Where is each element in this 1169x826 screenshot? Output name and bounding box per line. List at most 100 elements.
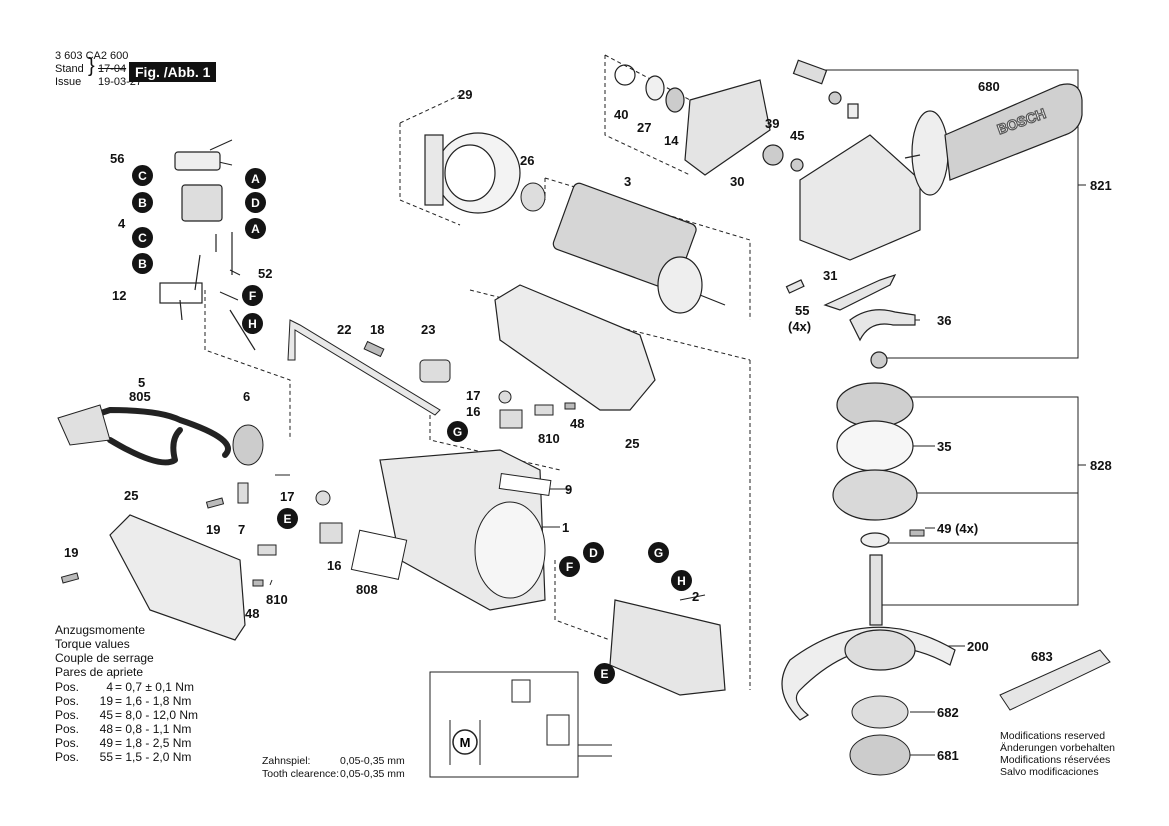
part-16b-brush xyxy=(319,522,343,544)
part-40-ring xyxy=(614,64,636,86)
label-part-12: 12 xyxy=(112,288,127,303)
part-25-housing-top xyxy=(494,284,656,411)
figure-label: Fig. /Abb. 1 xyxy=(129,62,217,82)
part-19a-screw xyxy=(205,497,225,509)
part-36-lever xyxy=(849,309,916,342)
label-part-805: 805 xyxy=(129,389,151,404)
label-part-22: 22 xyxy=(337,322,352,337)
part-4-switch xyxy=(181,184,223,222)
part-45-nut xyxy=(790,158,804,172)
badge-b-top: B xyxy=(132,192,153,213)
bracket-821-line xyxy=(820,69,1079,359)
torque-row: Pos.19= 1,6 - 1,8 Nm xyxy=(55,694,192,708)
clearance-de-value: 0,05-0,35 mm xyxy=(340,755,405,767)
label-part-40: 40 xyxy=(614,107,629,122)
part-14-bearing xyxy=(665,87,685,113)
label-part-14: 14 xyxy=(664,133,679,148)
part-7-clamp xyxy=(237,482,249,504)
part-683-wrench xyxy=(999,649,1111,711)
torque-row: Pos.4= 0,7 ± 0,1 Nm xyxy=(55,680,194,694)
badge-c-mid: C xyxy=(132,227,153,248)
modifications-de: Änderungen vorbehalten xyxy=(1000,742,1116,754)
part-35-plate xyxy=(836,420,914,472)
part-680-guard xyxy=(911,110,949,196)
part-spindle xyxy=(869,554,883,626)
badge-a-mid: A xyxy=(245,218,266,239)
label-part-828: 828 xyxy=(1090,458,1112,473)
motor-symbol-label: M xyxy=(460,735,471,750)
part-22-rod xyxy=(287,319,441,416)
badge-a-top: A xyxy=(245,168,266,189)
part-810a-holder xyxy=(534,404,554,416)
part-17b-clip xyxy=(315,490,331,506)
badge-e-right: E xyxy=(594,663,615,684)
document-number: 3 603 CA2 600 xyxy=(55,50,129,62)
part-810b-holder xyxy=(257,544,277,556)
label-part-48a: 48 xyxy=(570,416,585,431)
issue-label: Issue xyxy=(55,76,82,88)
part-5-plug xyxy=(57,404,111,446)
part-26-bearing xyxy=(520,182,546,212)
part-6-sleeve xyxy=(232,424,264,466)
label-part-45: 45 xyxy=(790,128,805,143)
label-part-29: 29 xyxy=(458,87,473,102)
part-18-spring xyxy=(363,340,385,358)
part-12-capacitor xyxy=(159,282,203,304)
modifications-fr: Modifications réservées xyxy=(1000,754,1111,766)
torque-row: Pos.49= 1,8 - 2,5 Nm xyxy=(55,736,192,750)
label-part-4: 4 xyxy=(118,216,126,231)
part-680-handle xyxy=(944,83,1083,181)
part-39-pinion xyxy=(762,144,784,166)
part-16a-brush xyxy=(499,409,523,429)
stand-value: 17-04 xyxy=(98,63,127,75)
part-31-clip xyxy=(823,273,897,311)
label-part-19b: 19 xyxy=(64,545,79,560)
part-19b-screw xyxy=(60,572,80,584)
label-part-5: 5 xyxy=(138,375,146,390)
badge-b-mid: B xyxy=(132,253,153,274)
badge-g-left: G xyxy=(447,421,468,442)
badge-e-left: E xyxy=(277,508,298,529)
part-682-flange xyxy=(851,695,909,729)
label-part-6: 6 xyxy=(243,389,251,404)
label-part-26: 26 xyxy=(520,153,535,168)
part-200-guard xyxy=(781,626,956,721)
label-part-682: 682 xyxy=(937,705,959,720)
label-part-19a: 19 xyxy=(206,522,221,537)
modifications-en: Modifications reserved xyxy=(1000,730,1106,742)
torque-title-en: Torque values xyxy=(55,637,130,651)
label-part-683: 683 xyxy=(1031,649,1053,664)
label-part-55-qty: (4x) xyxy=(788,319,812,334)
badge-g-right: G xyxy=(648,542,669,563)
label-part-27: 27 xyxy=(637,120,652,135)
label-part-31: 31 xyxy=(823,268,838,283)
modifications-es: Salvo modificaciones xyxy=(1000,766,1099,778)
label-part-16b: 16 xyxy=(327,558,342,573)
label-part-680: 680 xyxy=(978,79,1000,94)
label-part-55: 55 xyxy=(795,303,810,318)
part-9-label xyxy=(498,473,552,496)
part-30-flange xyxy=(684,79,771,176)
label-part-2: 2 xyxy=(692,589,700,604)
part-681-nut xyxy=(849,734,911,776)
label-part-821: 821 xyxy=(1090,178,1112,193)
label-part-17b: 17 xyxy=(280,489,295,504)
badge-d-right: D xyxy=(583,542,604,563)
badge-f-left: F xyxy=(242,285,263,306)
label-part-808: 808 xyxy=(356,582,378,597)
badge-f-right: F xyxy=(559,556,580,577)
label-part-200: 200 xyxy=(967,639,989,654)
label-part-9: 9 xyxy=(565,482,573,497)
brace-icon: } xyxy=(88,55,95,77)
clearance-de-label: Zahnspiel: xyxy=(262,755,311,767)
torque-row: Pos.55= 1,5 - 2,0 Nm xyxy=(55,750,192,764)
clearance-en-label: Tooth clearence: xyxy=(262,768,340,780)
label-part-48b: 48 xyxy=(245,606,260,621)
label-part-35: 35 xyxy=(937,439,952,454)
badge-h-left: H xyxy=(242,313,263,334)
label-part-18: 18 xyxy=(370,322,385,337)
bracket-828-line xyxy=(880,396,1079,606)
stand-label: Stand xyxy=(55,63,84,75)
